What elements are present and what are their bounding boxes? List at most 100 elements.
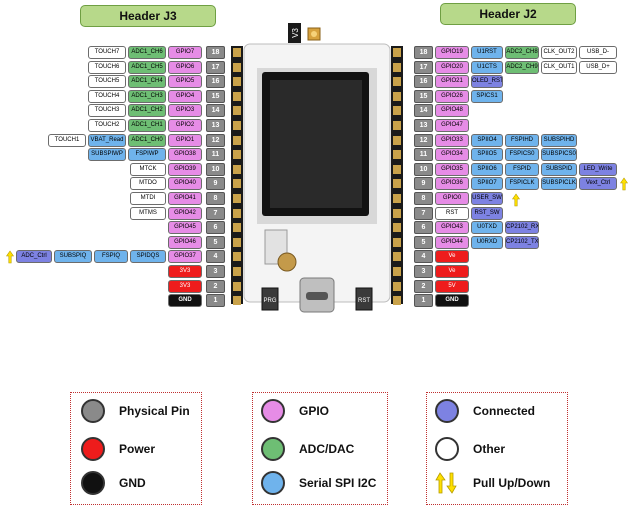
pin-function-label-connected: ADC_Ctrl [16,250,52,263]
header-j2-pin-hole [393,63,401,72]
pin-function-label-other: USB_D+ [579,61,617,74]
legend-group-functions: GPIO ADC/DAC Serial SPI I2C [252,392,388,505]
physical-pin-number: 3 [206,265,225,278]
pin-function-label-gnd: GND [435,294,469,307]
pin-function-label-gpio: GPIO39 [168,163,202,176]
physical-pin-number: 8 [206,192,225,205]
pin-function-label-comm: SPIIO5 [471,148,503,161]
legend-item-adc: ADC/DAC [261,435,354,463]
pin-function-label-gpio: GPIO7 [168,46,202,59]
header-j3-pin-hole [233,179,241,188]
pin-function-label-connected: CP2102_RX [505,221,539,234]
legend-item-gpio: GPIO [261,397,329,425]
pin-function-label-adc: ADC1_CH3 [128,90,166,103]
header-j2-pin-hole [393,209,401,218]
pin-function-label-other: TOUCH7 [88,46,126,59]
header-j2-title: Header J2 [440,3,576,25]
pin-function-label-connected: CP2102_TX [505,236,539,249]
adc-swatch [261,437,285,461]
pin-function-label-adc: ADC1_CH4 [128,75,166,88]
header-j3-pin-hole [233,48,241,57]
pin-function-label-comm: SPIIO6 [471,163,503,176]
pin-function-label-other: MTCK [130,163,166,176]
battery-connector [264,229,297,272]
pin-function-label-comm: FSPID [505,163,539,176]
pin-function-label-comm: U1CTS [471,61,503,74]
pin-function-label-comm: U0TXD [471,221,503,234]
header-j3-pin-hole [233,165,241,174]
pin-function-label-gpio: GPIO0 [435,192,469,205]
pin-function-label-power: Ve [435,265,469,278]
pin-function-label-gpio: GPIO42 [168,207,202,220]
legend-label: Other [473,442,506,456]
other-swatch [435,437,459,461]
pin-function-label-gpio: GPIO47 [435,119,469,132]
pin-function-label-comm: FSPIHD [505,134,539,147]
prg-label: PRG [263,298,276,304]
pin-function-label-adc: ADC2_CH9 [505,61,539,74]
connected-swatch [435,399,459,423]
header-j2-pin-hole [393,77,401,86]
pin-function-label-other: TOUCH4 [88,90,126,103]
pin-function-label-other: CLK_OUT1 [541,61,577,74]
legend-item-power: Power [81,435,155,463]
oled-display [262,72,369,216]
header-j2-pin-hole [393,165,401,174]
header-j2-pin-hole [393,296,401,305]
pin-function-label-power: 3V3 [168,265,202,278]
legend-label: ADC/DAC [299,442,355,456]
pin-function-label-connected: Vext_Ctrl [579,177,617,190]
physical-pin-number: 5 [206,236,225,249]
pull-up-down-arrows-icon [435,472,457,494]
pin-function-label-gpio: GPIO45 [168,221,202,234]
header-j3-pin-hole [233,136,241,145]
pin-function-label-gpio: GPIO19 [435,46,469,59]
version-tag: V3 [288,23,301,43]
pin-function-label-gpio: GPIO4 [168,90,202,103]
legend-group-status: Connected Other Pull Up/Down [426,392,568,505]
header-j3-pin-hole [233,296,241,305]
physical-pin-swatch [81,399,105,423]
header-j3-pin-hole [233,252,241,261]
physical-pin-number: 10 [206,163,225,176]
physical-pin-number: 4 [414,250,433,263]
pin-function-label-comm: SPIIO4 [471,134,503,147]
physical-pin-number: 12 [414,134,433,147]
legend-label: GND [119,476,146,490]
pin-function-label-comm: SPIIO7 [471,177,503,190]
pin-function-label-adc: ADC1_CH5 [128,61,166,74]
physical-pin-number: 7 [414,207,433,220]
pin-function-label-adc: ADC1_CH6 [128,46,166,59]
physical-pin-number: 14 [414,104,433,117]
usb-c-port [299,277,335,313]
header-j2-pin-hole [393,150,401,159]
header-j2-pin-hole [393,252,401,261]
header-j3-pin-hole [233,77,241,86]
physical-pin-number: 13 [414,119,433,132]
legend-label: Physical Pin [119,404,190,418]
pin-function-label-connected: RST_SW [471,207,503,220]
pin-function-label-gpio: GPIO2 [168,119,202,132]
pin-function-label-gpio: GPIO20 [435,61,469,74]
physical-pin-number: 3 [414,265,433,278]
pin-function-label-other: TOUCH2 [88,119,126,132]
header-j3-pin-hole [233,282,241,291]
pin-function-label-gpio: GPIO33 [435,134,469,147]
physical-pin-number: 16 [414,75,433,88]
pin-function-label-connected: LED_Write [579,163,617,176]
header-j3-pin-hole [233,92,241,101]
legend-item-gnd: GND [81,469,146,497]
header-j2-pin-hole [393,48,401,57]
physical-pin-number: 17 [206,61,225,74]
physical-pin-number: 2 [206,280,225,293]
header-j2-pin-hole [393,179,401,188]
pin-function-label-other: RST [435,207,469,220]
physical-pin-number: 12 [206,134,225,147]
antenna-connector [307,27,321,41]
physical-pin-number: 4 [206,250,225,263]
pin-function-label-other: MTMS [130,207,166,220]
physical-pin-number: 6 [414,221,433,234]
header-j3-title: Header J3 [80,5,216,27]
header-j2-pin-hole [393,267,401,276]
pin-function-label-power: Ve [435,250,469,263]
